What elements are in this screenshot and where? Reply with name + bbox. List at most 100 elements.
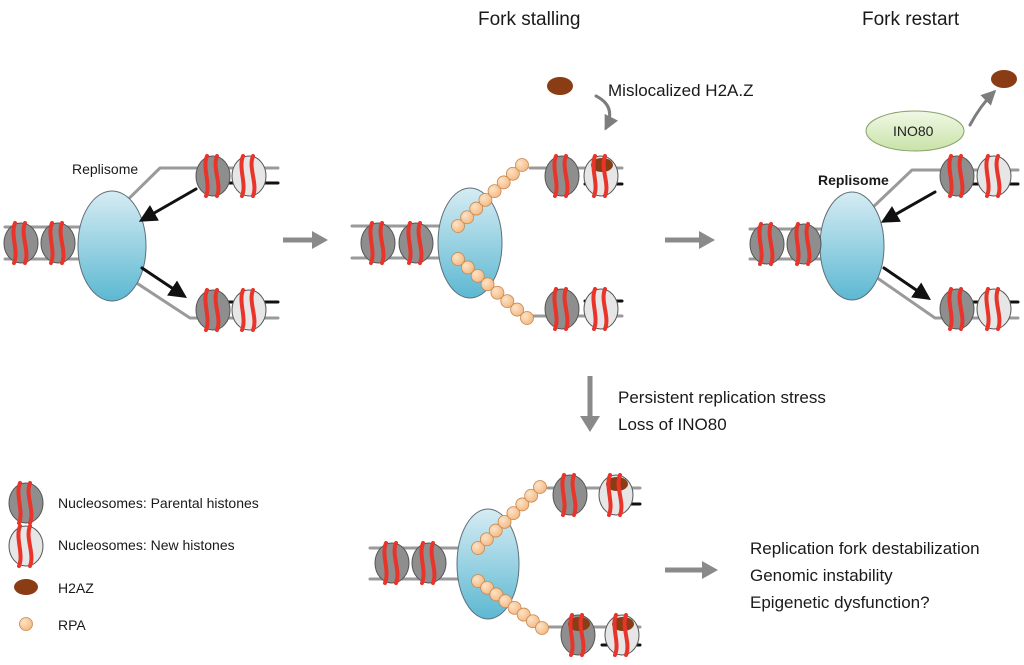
parental-nucleosome [360, 221, 396, 265]
histone-band [203, 154, 210, 198]
process-arrow-head [702, 561, 718, 579]
rpa-bead [471, 541, 485, 555]
rpa-bead [535, 621, 549, 635]
loss-ino80-label: Loss of INO80 [618, 415, 727, 434]
down-process-arrow-head [580, 416, 600, 432]
replisome [77, 190, 147, 302]
histone-band [957, 154, 965, 198]
rpa-bead [451, 252, 465, 266]
rpa-bead [479, 532, 494, 547]
parental-nucleosome [195, 288, 231, 332]
histone-band [568, 613, 575, 657]
rpa-bead [500, 294, 515, 309]
rpa-bead [480, 277, 495, 292]
outcome-item: Replication fork destabilization [750, 539, 980, 558]
histone-band [213, 288, 221, 332]
rpa-bead [469, 201, 484, 216]
histone-band [984, 287, 991, 331]
new-nucleosome [976, 154, 1012, 198]
histone-band [21, 221, 29, 265]
rpa-bead [460, 210, 475, 225]
histone-band [591, 287, 598, 331]
legend-label: H2AZ [58, 580, 94, 596]
parental-nucleosome [411, 541, 447, 585]
histone-band [406, 221, 413, 265]
histone-band [213, 154, 221, 198]
histone-band [368, 221, 375, 265]
histone-core [360, 222, 396, 264]
new-nucleosome [231, 154, 267, 198]
histone-core [552, 474, 588, 516]
parental-nucleosome [939, 287, 975, 331]
parental-nucleosome [544, 154, 580, 198]
lagging-strand-arrow [882, 266, 931, 301]
histone-core [195, 155, 231, 197]
leading-strand-arrow [138, 187, 198, 222]
histone-band [767, 222, 775, 266]
histone-core [583, 288, 619, 330]
process-arrow-head [699, 231, 715, 249]
ino80-complex [865, 110, 965, 152]
eviction-arrow [968, 89, 997, 127]
histone-core [939, 155, 975, 197]
parental-nucleosome [195, 154, 231, 198]
lagging-strand-arrow [140, 266, 187, 298]
parental-nucleosome [544, 287, 580, 331]
outcome-item: Epigenetic dysfunction? [750, 593, 930, 612]
persistent-stress-label: Persistent replication stress [618, 388, 826, 407]
rpa-bead [19, 617, 33, 631]
histone-band [249, 288, 257, 332]
free-h2az [547, 77, 573, 95]
mislocalized-h2az-label: Mislocalized H2A.Z [608, 81, 754, 100]
parental-nucleosome [939, 154, 975, 198]
parental-nucleosome [8, 481, 44, 525]
histone-band [601, 287, 609, 331]
histone-band [203, 288, 210, 332]
histone-band [578, 613, 586, 657]
legend-label: RPA [58, 617, 86, 633]
rpa-bead [533, 480, 547, 494]
histone-core [3, 222, 39, 264]
histone-band [560, 473, 567, 517]
histone-band [757, 222, 764, 266]
histone-core [976, 155, 1012, 197]
parental-nucleosome [398, 221, 434, 265]
histone-band [562, 154, 570, 198]
histone-core [786, 223, 822, 265]
rpa-bead [451, 219, 465, 233]
histone-band [947, 287, 954, 331]
parental-nucleosome [40, 221, 76, 265]
process-arrow-head [312, 231, 328, 249]
histone-band [601, 154, 609, 198]
header-fork-restart: Fork restart [862, 9, 960, 30]
rpa-bead [497, 514, 512, 529]
histone-core [544, 288, 580, 330]
histone-core [544, 155, 580, 197]
replisome-label-2: Replisome [818, 172, 889, 188]
parental-nucleosome [3, 221, 39, 265]
parental-nucleosome [749, 222, 785, 266]
replisome [437, 187, 503, 299]
replisome [819, 191, 885, 301]
rpa-bead [510, 302, 525, 317]
histone-core [749, 223, 785, 265]
new-nucleosome [8, 524, 44, 568]
histone-band [994, 287, 1002, 331]
legend-label: Nucleosomes: Parental histones [58, 495, 259, 511]
parental-nucleosome [552, 473, 588, 517]
replisome [456, 508, 520, 620]
new-nucleosome [976, 287, 1012, 331]
parental-nucleosome [374, 541, 410, 585]
histone-band [382, 541, 389, 585]
histone-band [606, 473, 613, 517]
histone-core [976, 288, 1012, 330]
histone-band [16, 524, 23, 568]
histone-band [249, 154, 257, 198]
legend-label: Nucleosomes: New histones [58, 537, 235, 553]
histone-band [416, 221, 424, 265]
histone-band [994, 154, 1002, 198]
rpa-bead [515, 497, 530, 512]
histone-band [239, 288, 246, 332]
ino80-label: INO80 [893, 123, 934, 139]
histone-band [612, 613, 619, 657]
